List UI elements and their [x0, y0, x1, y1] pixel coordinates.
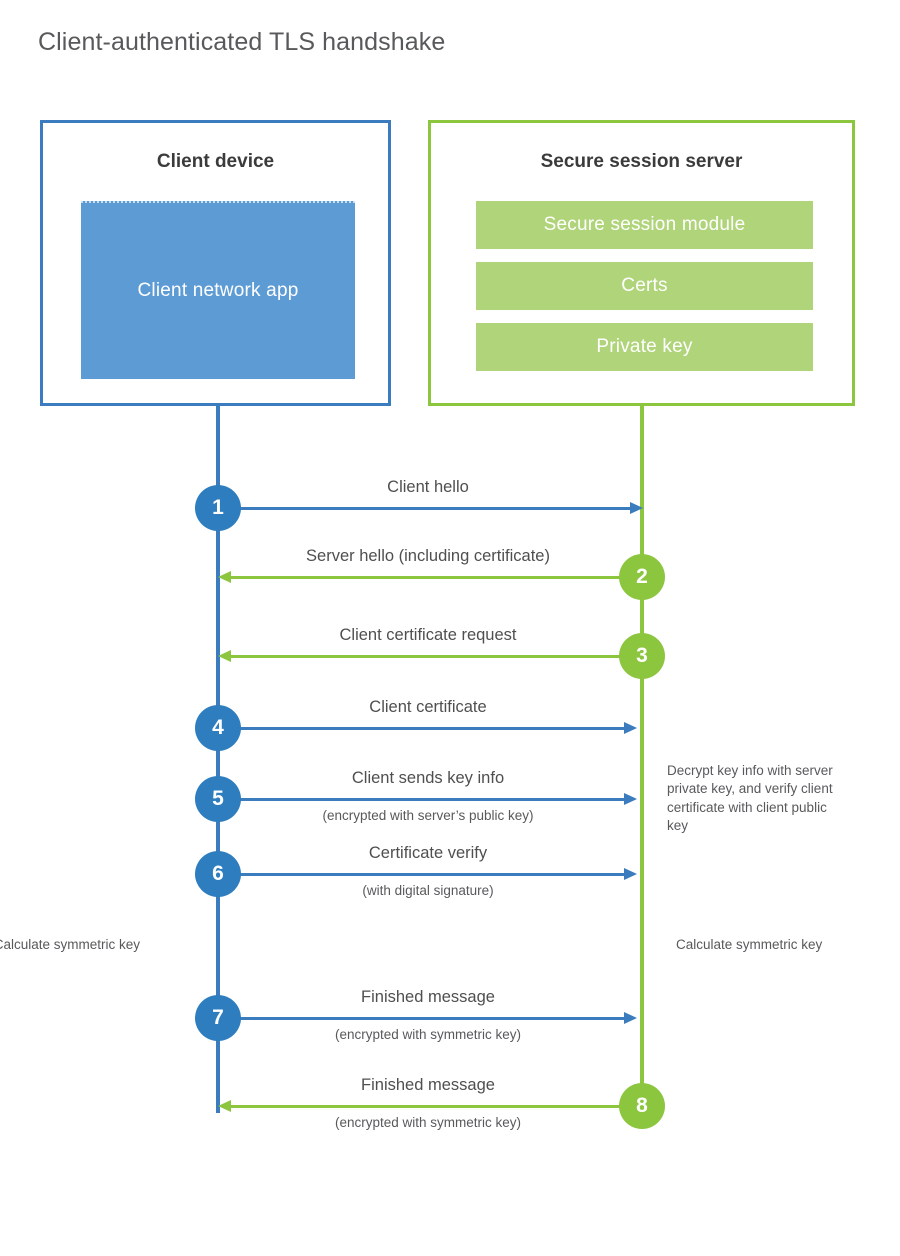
message-arrow-line-4 — [218, 727, 630, 730]
message-label-4: Client certificate — [369, 698, 487, 716]
secure-session-server-box: Secure session server Secure session mod… — [428, 120, 855, 406]
message-sublabel-5: (encrypted with server’s public key) — [322, 808, 534, 823]
message-sublabel-8: (encrypted with symmetric key) — [334, 1115, 522, 1130]
arrow-head-left-icon — [218, 1100, 231, 1112]
server-component-secure-session-module: Secure session module — [476, 201, 813, 249]
message-arrow-line-1 — [218, 507, 636, 510]
message-label-5: Client sends key info — [351, 769, 505, 787]
note-server-decrypt-verify: Decrypt key info with server private key… — [667, 763, 833, 834]
arrow-head-right-icon — [624, 793, 637, 805]
step-circle-3[interactable]: 3 — [619, 633, 665, 679]
step-circle-7[interactable]: 7 — [195, 995, 241, 1041]
client-lifeline — [216, 403, 220, 1113]
message-label-3: Client certificate request — [339, 626, 517, 644]
arrow-head-left-icon — [218, 571, 231, 583]
page-title: Client-authenticated TLS handshake — [38, 28, 446, 56]
message-arrow-line-5 — [218, 798, 630, 801]
step-circle-2[interactable]: 2 — [619, 554, 665, 600]
message-label-7: Finished message — [361, 988, 495, 1006]
message-label-2: Server hello (including certificate) — [306, 547, 550, 565]
client-network-app-block: Client network app — [81, 201, 355, 379]
message-label-8: Finished message — [361, 1076, 495, 1094]
arrow-head-right-icon — [624, 1012, 637, 1024]
step-circle-6[interactable]: 6 — [195, 851, 241, 897]
message-arrow-line-6 — [218, 873, 630, 876]
message-arrow-line-8 — [230, 1105, 640, 1108]
arrow-head-right-icon — [624, 868, 637, 880]
client-device-box: Client device Client network app — [40, 120, 391, 406]
step-circle-1[interactable]: 1 — [195, 485, 241, 531]
message-arrow-line-2 — [230, 576, 640, 579]
arrow-head-left-icon — [218, 650, 231, 662]
note-client-calculate-symmetric-key: Calculate symmetric key — [0, 937, 140, 952]
message-arrow-line-7 — [218, 1017, 630, 1020]
server-component-certs: Certs — [476, 262, 813, 310]
note-server-calculate-symmetric-key: Calculate symmetric key — [676, 937, 823, 952]
message-sublabel-6: (with digital signature) — [362, 883, 494, 898]
arrow-head-right-icon — [624, 722, 637, 734]
step-circle-8[interactable]: 8 — [619, 1083, 665, 1129]
message-sublabel-7: (encrypted with symmetric key) — [334, 1027, 522, 1042]
step-circle-4[interactable]: 4 — [195, 705, 241, 751]
server-component-list: Secure session module Certs Private key — [476, 201, 813, 371]
secure-session-server-title: Secure session server — [540, 151, 743, 172]
client-device-title: Client device — [156, 151, 275, 172]
message-label-6: Certificate verify — [368, 844, 488, 862]
arrow-head-right-icon — [630, 502, 643, 514]
step-circle-5[interactable]: 5 — [195, 776, 241, 822]
server-component-private-key: Private key — [476, 323, 813, 371]
message-arrow-line-3 — [230, 655, 640, 658]
message-label-1: Client hello — [387, 478, 469, 496]
server-lifeline — [640, 403, 644, 1105]
